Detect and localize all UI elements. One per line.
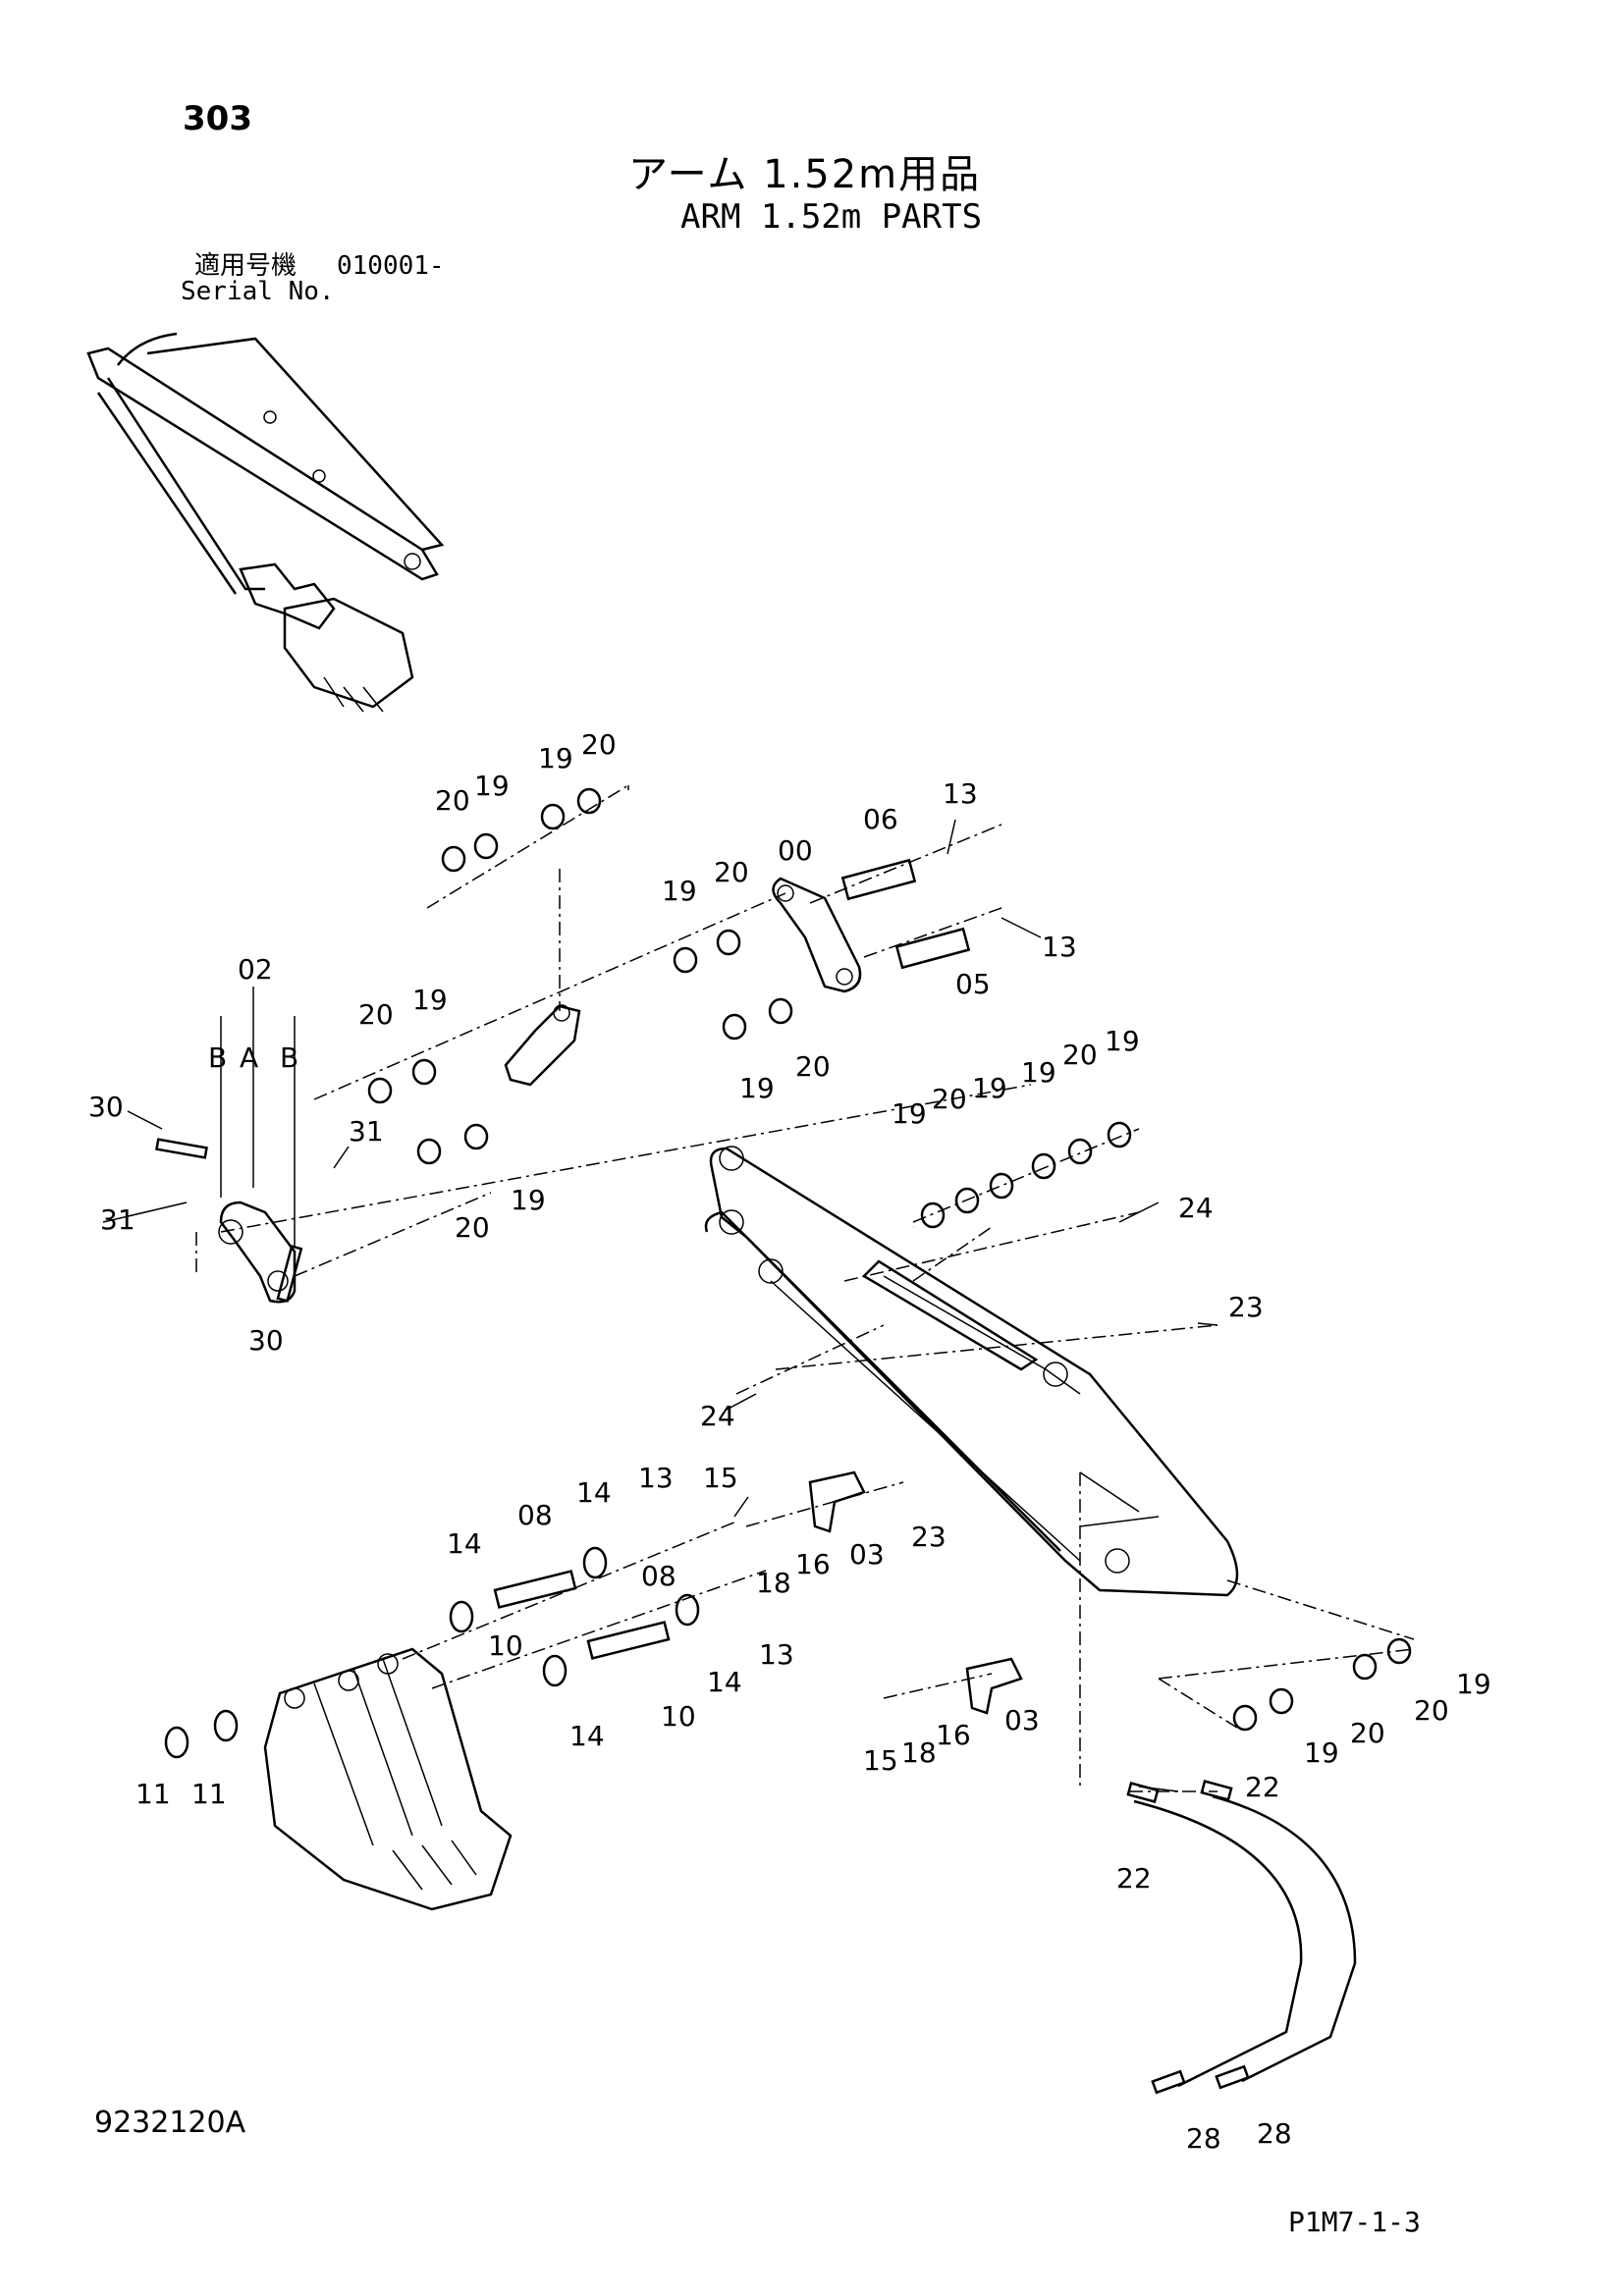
hose-28-right — [1212, 1794, 1357, 2083]
callout-28: 28 — [1257, 2117, 1292, 2150]
callout-20: 20 — [932, 1083, 967, 1115]
pin-08-lower — [586, 1621, 671, 1660]
callout-30: 30 — [88, 1091, 124, 1123]
callout-13: 13 — [943, 777, 978, 810]
callout-22: 22 — [1116, 1862, 1152, 1895]
callout-02: 02 — [238, 953, 273, 986]
callout-10: 10 — [488, 1629, 523, 1662]
link-part-00 — [772, 877, 862, 993]
callout-31: 31 — [349, 1115, 384, 1148]
center-bracket-link — [504, 1004, 581, 1087]
callout-19: 19 — [1021, 1056, 1056, 1089]
callout-14: 14 — [447, 1527, 482, 1560]
callout-19: 19 — [474, 770, 510, 802]
callout-23: 23 — [1228, 1291, 1264, 1323]
callout-23: 23 — [911, 1521, 947, 1553]
bucket — [263, 1647, 513, 1911]
callout-20: 20 — [455, 1211, 490, 1244]
callout-19: 19 — [1456, 1668, 1491, 1700]
callout-19: 19 — [892, 1097, 927, 1130]
link-part-02 — [219, 1201, 297, 1304]
callout-22: 22 — [1245, 1771, 1280, 1803]
callout-14: 14 — [569, 1720, 605, 1752]
pin-08-upper — [493, 1570, 577, 1609]
callout-31: 31 — [100, 1203, 135, 1236]
callout-13: 13 — [638, 1462, 674, 1494]
callout-24: 24 — [1178, 1192, 1214, 1224]
serial-label-english: Serial No. — [181, 277, 335, 306]
pin-05 — [894, 927, 971, 970]
callout-15: 15 — [703, 1462, 738, 1494]
callout-11: 11 — [135, 1778, 171, 1810]
hose-28-left — [1133, 1799, 1303, 2088]
title-japanese: アーム 1.52m用品 — [628, 152, 982, 197]
callout-03: 03 — [849, 1538, 885, 1571]
bolt-30-upper — [155, 1138, 208, 1159]
page-code: P1M7-1-3 — [1288, 2206, 1421, 2238]
o-rings — [164, 1546, 700, 1759]
callout-28: 28 — [1186, 2122, 1221, 2155]
callout-16: 16 — [936, 1719, 971, 1751]
callout-18: 18 — [901, 1736, 937, 1769]
callout-14: 14 — [707, 1666, 742, 1698]
callout-03: 03 — [1004, 1704, 1040, 1736]
callout-24: 24 — [700, 1400, 735, 1432]
assembly-lines — [195, 784, 1415, 1792]
callout-20: 20 — [435, 784, 470, 817]
callout-19: 19 — [1304, 1736, 1339, 1769]
callout-B: B — [208, 1041, 227, 1074]
callout-05: 05 — [955, 968, 991, 1000]
callout-labels: 20 19 19 20 06 13 19 20 00 13 05 02 B A … — [88, 728, 1491, 2155]
callout-19: 19 — [511, 1184, 546, 1216]
callout-B: B — [280, 1041, 298, 1074]
callout-11: 11 — [191, 1778, 227, 1810]
callout-20: 20 — [795, 1050, 831, 1083]
callout-20: 20 — [1350, 1717, 1385, 1749]
callout-20: 20 — [714, 856, 749, 888]
callout-13: 13 — [1042, 931, 1077, 963]
pin-06 — [840, 858, 917, 901]
callout-10: 10 — [661, 1700, 696, 1733]
callout-30: 30 — [248, 1324, 284, 1357]
callout-19: 19 — [412, 984, 448, 1016]
callout-19: 19 — [1105, 1025, 1140, 1057]
callout-A: A — [240, 1041, 258, 1074]
callout-14: 14 — [576, 1476, 612, 1509]
arm-boom — [704, 1146, 1239, 1597]
arm-overview-illustration — [86, 332, 445, 713]
drawing-number: 9232120A — [94, 2106, 246, 2140]
callout-15: 15 — [863, 1744, 898, 1777]
callout-19: 19 — [662, 875, 697, 907]
washers-group — [367, 787, 1412, 1732]
callout-20: 20 — [1414, 1694, 1449, 1727]
callout-19: 19 — [972, 1072, 1007, 1104]
page-number: 303 — [183, 99, 252, 138]
serial-label-japanese: 適用号機 — [194, 251, 298, 281]
bracket-03-upper — [808, 1470, 866, 1533]
callout-00: 00 — [778, 834, 813, 867]
callout-08: 08 — [641, 1560, 676, 1592]
serial-code: 010001- — [337, 251, 445, 281]
callout-20: 20 — [581, 728, 617, 761]
callout-13: 13 — [759, 1638, 794, 1671]
bracket-03-lower — [965, 1657, 1023, 1715]
callout-20: 20 — [358, 998, 394, 1031]
callout-18: 18 — [756, 1567, 791, 1599]
callout-08: 08 — [517, 1499, 553, 1531]
callout-19: 19 — [538, 742, 573, 774]
callout-06: 06 — [863, 803, 898, 835]
bolt-30-lower — [276, 1245, 303, 1303]
callout-19: 19 — [739, 1072, 775, 1104]
title-english: ARM 1.52m PARTS — [680, 197, 983, 237]
leader-lines — [102, 819, 1218, 1792]
callout-16: 16 — [795, 1548, 831, 1580]
callout-20: 20 — [1062, 1039, 1098, 1071]
